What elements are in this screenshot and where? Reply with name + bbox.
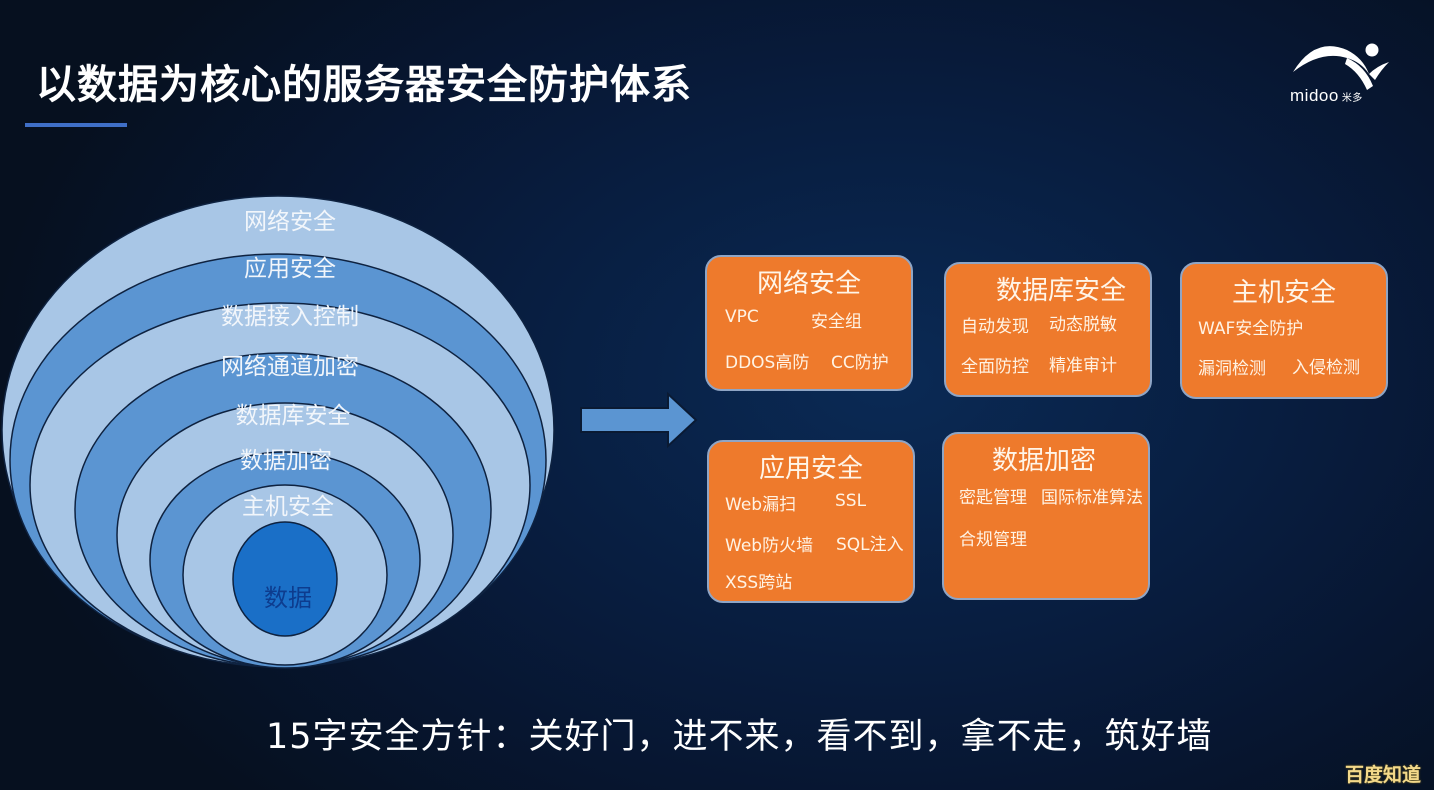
card-title: 网络安全	[756, 269, 861, 299]
watermark-text: 百度知道	[1345, 764, 1422, 786]
card-item: 合规管理	[959, 530, 1027, 550]
card-title: 数据库安全	[995, 276, 1126, 306]
card-item: WAF安全防护	[1198, 319, 1304, 339]
card-item: 全面防控	[961, 357, 1029, 377]
card-item: 入侵检测	[1292, 358, 1360, 378]
layer-label-host-security: 主机安全	[242, 494, 334, 520]
card-item: 密匙管理	[959, 488, 1027, 508]
card-item: 动态脱敏	[1049, 315, 1117, 335]
logo-brand-cn: 米多	[1341, 93, 1363, 104]
card-item: 精准审计	[1049, 356, 1117, 376]
card-item: XSS跨站	[725, 573, 793, 593]
card-item: Web漏扫	[725, 495, 797, 515]
page-title: 以数据为核心的服务器安全防护体系	[36, 62, 692, 108]
card-item: Web防火墙	[725, 536, 814, 556]
layer-label-data-access-control: 数据接入控制	[221, 304, 359, 330]
core-label-data: 数据	[264, 584, 312, 612]
card-title: 应用安全	[758, 454, 863, 484]
card-item: 国际标准算法	[1041, 488, 1143, 508]
card-title: 主机安全	[1231, 278, 1336, 308]
layer-label-database-security: 数据库安全	[235, 403, 351, 429]
card-item: SSL	[835, 491, 867, 511]
layer-label-network-security: 网络安全	[244, 209, 336, 235]
card-host-security: 主机安全 WAF安全防护 漏洞检测 入侵检测	[1180, 262, 1388, 399]
concentric-layer-diagram: 网络安全 应用安全 数据接入控制 网络通道加密 数据库安全 数据加密 主机安全 …	[0, 190, 580, 670]
security-principle-text: 15字安全方针：关好门，进不来，看不到，拿不走，筑好墙	[266, 717, 1213, 757]
card-title: 数据加密	[991, 446, 1096, 476]
card-item: DDOS高防	[725, 353, 810, 373]
title-underline	[25, 123, 127, 127]
concentric-ellipses	[1, 195, 555, 669]
midoo-figure-logo-icon	[1293, 43, 1389, 90]
card-application-security: 应用安全 Web漏扫 SSL Web防火墙 SQL注入 XSS跨站	[707, 440, 915, 603]
card-item: 漏洞检测	[1198, 359, 1266, 379]
card-database-security: 数据库安全 自动发现 动态脱敏 全面防控 精准审计	[944, 262, 1152, 397]
card-item: 安全组	[811, 312, 862, 332]
card-network-security: 网络安全 VPC 安全组 DDOS高防 CC防护	[705, 255, 913, 391]
logo-brand: midoo	[1290, 86, 1339, 105]
layer-label-channel-encryption: 网络通道加密	[221, 354, 359, 380]
right-arrow-icon	[580, 391, 698, 449]
card-data-encryption: 数据加密 密匙管理 国际标准算法 合规管理	[942, 432, 1150, 600]
card-item: 自动发现	[961, 317, 1029, 337]
card-item: SQL注入	[836, 535, 904, 555]
layer-label-application-security: 应用安全	[244, 256, 336, 282]
layer-label-data-encryption: 数据加密	[240, 448, 332, 474]
card-item: VPC	[725, 307, 759, 327]
card-item: CC防护	[831, 353, 889, 373]
